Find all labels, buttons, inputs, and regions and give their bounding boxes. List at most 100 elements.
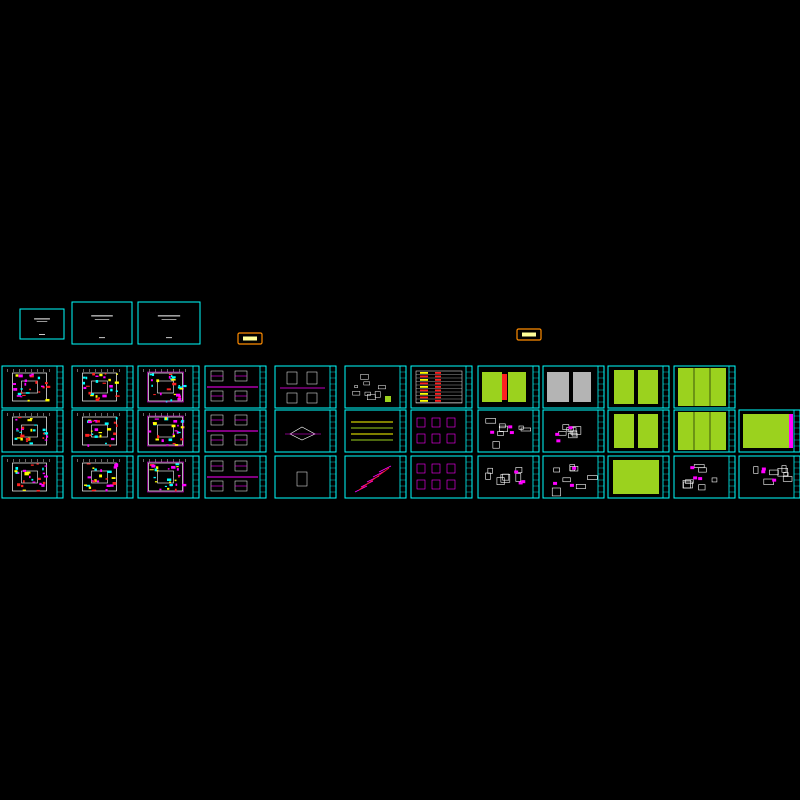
plan-detail [180,426,185,429]
table-cell-fill [435,382,441,385]
plan-detail [161,439,164,443]
plan-detail [36,463,39,465]
detail-shape [485,418,496,424]
drawing-tag [516,328,542,341]
plan-detail [104,422,109,425]
table-cell-fill [435,386,441,388]
plan-detail [152,373,155,376]
plan-detail [98,431,103,434]
plan-detail [102,382,106,384]
table-cell-fill [420,396,428,399]
plan-detail [42,428,46,432]
plan-detail [156,379,160,383]
plan-detail [173,420,178,423]
detail-shape [763,478,774,485]
plan-detail [27,419,32,422]
drawing-sheet [673,455,736,499]
sheet-frame [274,365,337,409]
table-cell-fill [435,389,441,392]
drawing-tag [237,332,263,345]
plan-detail [169,481,171,484]
detail-shape [570,426,582,435]
sheet-frame [204,455,267,499]
table-cell-fill [420,400,428,402]
plan-detail [107,428,112,431]
drawing-sheet [274,409,337,453]
sheet-frame [71,455,134,499]
plan-outline [82,462,117,492]
plan-detail [29,375,34,378]
plan-detail [114,381,119,384]
drawing-sheet [137,409,200,453]
sheet-frame [410,365,473,409]
plan-detail [164,485,167,488]
plan-detail [20,396,23,398]
green-panel [743,414,791,448]
drawing-sheet [738,409,800,453]
drawing-sheet [607,409,670,453]
detail-shape [753,466,759,474]
drawing-sheet [542,365,605,409]
detail-box [306,392,318,404]
plan-detail [46,385,51,388]
plan-detail [172,442,176,445]
sheet-frame [542,455,605,499]
plan-detail [166,388,171,391]
table-cell-fill [420,382,428,385]
plan-detail [164,417,167,420]
plan-detail [88,486,92,489]
sheet-frame [71,365,134,409]
plan-detail [14,437,18,440]
plan-detail [18,374,23,378]
detail-fill [553,481,558,485]
plan-detail [90,394,94,397]
plan-detail [177,475,181,477]
plan-detail [95,398,100,402]
table-cell-fill [435,396,441,399]
plan-core [91,380,108,394]
plan-detail [95,375,99,378]
plan-detail [20,391,23,394]
detail-shape [354,385,358,388]
drawing-sheet [673,365,736,409]
plan-detail [44,465,48,467]
detail-shape [492,441,500,449]
detail-box [286,392,298,404]
plan-detail [92,373,96,376]
drawing-sheet [410,455,473,499]
drawing-sheet [1,409,64,453]
plan-detail [24,472,29,476]
plan-detail [29,374,32,377]
detail-box [416,433,426,444]
tag-fill [522,332,536,337]
drawing-layer [1,301,800,499]
sheet-frame [344,365,407,409]
plan-detail [156,435,160,439]
detail-fill [518,481,523,485]
plan-detail [174,430,178,432]
plan-detail [88,391,91,395]
plan-detail [178,385,181,387]
plan-detail [154,468,157,472]
table-cell-fill [420,386,428,388]
cover-sheet [137,301,201,345]
drawing-sheet [344,455,407,499]
drawing-sheet [1,455,64,499]
plan-detail [15,471,19,474]
schedule-table [415,370,463,404]
drawing-sheet [1,365,64,409]
plan-detail [15,418,18,421]
plan-outline [82,372,117,402]
detail-fill [508,425,513,429]
plan-detail [99,434,102,438]
drawing-sheet [137,455,200,499]
drawing-sheet [410,409,473,453]
detail-box [416,417,426,428]
plan-detail [46,435,49,438]
plan-detail [21,484,24,488]
sheet-frame [1,409,64,453]
plan-detail [177,431,181,434]
sheet-frame [274,409,337,453]
plan-detail [25,438,30,441]
plan-detail [42,467,44,471]
